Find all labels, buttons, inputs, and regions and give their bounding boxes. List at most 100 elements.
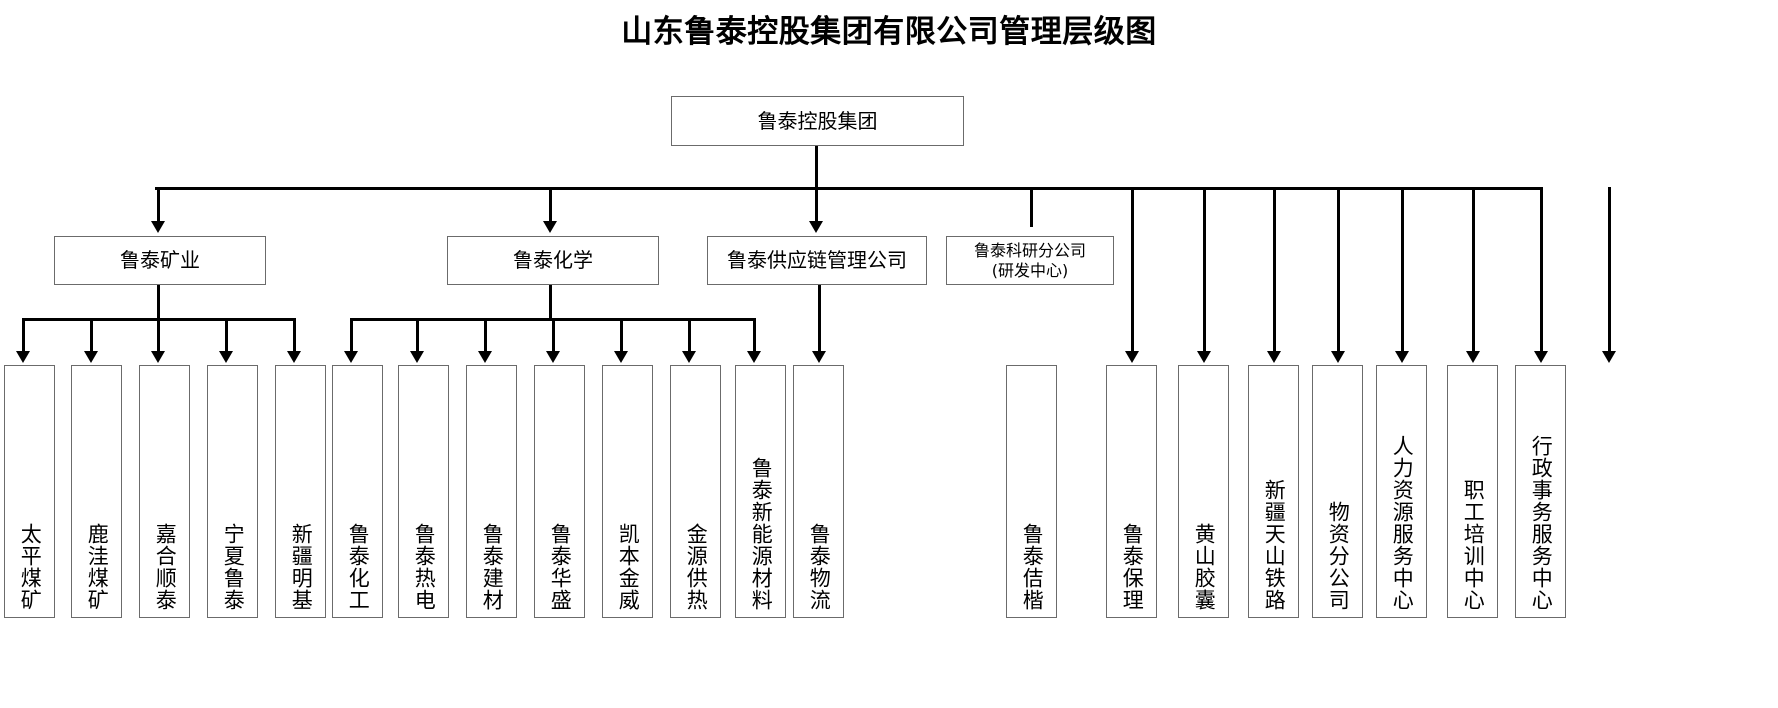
arrow-mining-child-3 xyxy=(219,351,233,363)
arrow-mining-child-1 xyxy=(84,351,98,363)
node-direct-child-0-label: 鲁泰佶楷 xyxy=(1020,523,1045,611)
node-mining-child-2-label: 嘉合顺泰 xyxy=(153,523,178,611)
node-chemical-child-2-label: 鲁泰建材 xyxy=(480,523,505,611)
connector-chemical-stem xyxy=(549,285,552,320)
connector-drop-research xyxy=(1030,187,1033,227)
node-mining-child-2[interactable]: 嘉合顺泰 xyxy=(139,365,190,618)
node-research[interactable]: 鲁泰科研分公司 (研发中心) xyxy=(946,236,1114,285)
node-chemical-child-5-label: 金源供热 xyxy=(684,523,709,611)
node-root-label: 鲁泰控股集团 xyxy=(757,108,878,133)
arrow-direct-1 xyxy=(1197,351,1211,363)
arrow-direct-6 xyxy=(1534,351,1548,363)
arrow-chemical-child-2 xyxy=(478,351,492,363)
node-mining-child-4-label: 新疆明基 xyxy=(289,523,314,611)
arrow-mining xyxy=(151,221,165,233)
node-mining-child-3[interactable]: 宁夏鲁泰 xyxy=(207,365,258,618)
connector-mining-drop-0 xyxy=(22,318,25,351)
node-chemical-label: 鲁泰化学 xyxy=(513,248,593,272)
node-direct-child-2[interactable]: 黄山胶囊 xyxy=(1178,365,1229,618)
connector-mining-drop-3 xyxy=(225,318,228,351)
node-chemical-child-2[interactable]: 鲁泰建材 xyxy=(466,365,517,618)
arrow-chemical-child-4 xyxy=(614,351,628,363)
node-chemical-child-1-label: 鲁泰热电 xyxy=(412,523,437,611)
connector-drop-supply xyxy=(815,187,818,221)
connector-drop-direct-7 xyxy=(1608,187,1611,351)
connector-chemical-drop-4 xyxy=(620,318,623,351)
node-mining-child-1-label: 鹿洼煤矿 xyxy=(85,523,110,611)
connector-chemical-drop-5 xyxy=(688,318,691,351)
node-supply-chain-label: 鲁泰供应链管理公司 xyxy=(727,248,907,272)
node-mining-child-0[interactable]: 太平煤矿 xyxy=(4,365,55,618)
connector-supply-stem xyxy=(818,285,821,351)
connector-root-stem xyxy=(815,146,818,189)
connector-drop-chemical xyxy=(549,187,552,221)
node-chemical-child-4[interactable]: 凯本金威 xyxy=(602,365,653,618)
connector-chemical-drop-1 xyxy=(416,318,419,351)
connector-drop-direct-3 xyxy=(1337,187,1340,351)
node-chemical-child-0-label: 鲁泰化工 xyxy=(346,523,371,611)
connector-chemical-drop-2 xyxy=(484,318,487,351)
node-root[interactable]: 鲁泰控股集团 xyxy=(671,96,964,146)
arrow-direct-2 xyxy=(1267,351,1281,363)
node-chemical-child-1[interactable]: 鲁泰热电 xyxy=(398,365,449,618)
arrow-chemical xyxy=(543,221,557,233)
node-direct-child-4-label: 物资分公司 xyxy=(1326,501,1351,611)
connector-main-bus xyxy=(155,187,1543,190)
connector-drop-direct-6 xyxy=(1540,187,1543,351)
arrow-direct-4 xyxy=(1395,351,1409,363)
connector-chemical-drop-3 xyxy=(552,318,555,351)
arrow-chemical-child-6 xyxy=(747,351,761,363)
node-supply-child-0[interactable]: 鲁泰物流 xyxy=(793,365,844,618)
node-chemical-child-6[interactable]: 鲁泰新能源材料 xyxy=(735,365,786,618)
node-direct-child-1-label: 鲁泰保理 xyxy=(1120,523,1145,611)
node-direct-child-6-label: 职工培训中心 xyxy=(1461,479,1486,611)
arrow-chemical-child-0 xyxy=(344,351,358,363)
arrow-mining-child-0 xyxy=(16,351,30,363)
node-direct-child-3[interactable]: 新疆天山铁路 xyxy=(1248,365,1299,618)
node-chemical-child-3[interactable]: 鲁泰华盛 xyxy=(534,365,585,618)
arrow-mining-child-2 xyxy=(151,351,165,363)
connector-drop-direct-2 xyxy=(1273,187,1276,351)
node-chemical-child-4-label: 凯本金威 xyxy=(616,523,641,611)
node-chemical-child-6-label: 鲁泰新能源材料 xyxy=(749,457,774,611)
page-title: 山东鲁泰控股集团有限公司管理层级图 xyxy=(621,14,1157,50)
arrow-chemical-child-1 xyxy=(410,351,424,363)
node-supply-chain[interactable]: 鲁泰供应链管理公司 xyxy=(707,236,927,285)
node-mining-child-3-label: 宁夏鲁泰 xyxy=(221,523,246,611)
connector-mining-drop-1 xyxy=(90,318,93,351)
connector-drop-direct-0 xyxy=(1131,187,1134,351)
node-mining-child-1[interactable]: 鹿洼煤矿 xyxy=(71,365,122,618)
arrow-supply xyxy=(809,221,823,233)
connector-mining-stem xyxy=(157,285,160,320)
arrow-direct-3 xyxy=(1331,351,1345,363)
node-direct-child-2-label: 黄山胶囊 xyxy=(1192,523,1217,611)
node-direct-child-7[interactable]: 行政事务服务中心 xyxy=(1515,365,1566,618)
node-chemical[interactable]: 鲁泰化学 xyxy=(447,236,659,285)
node-research-label-line1: 鲁泰科研分公司 xyxy=(973,241,1086,261)
node-direct-child-0[interactable]: 鲁泰佶楷 xyxy=(1006,365,1057,618)
connector-chemical-drop-0 xyxy=(350,318,353,351)
node-chemical-child-0[interactable]: 鲁泰化工 xyxy=(332,365,383,618)
arrow-direct-5 xyxy=(1466,351,1480,363)
node-direct-child-5-label: 人力资源服务中心 xyxy=(1390,435,1415,611)
connector-drop-direct-4 xyxy=(1401,187,1404,351)
node-mining-label: 鲁泰矿业 xyxy=(120,248,200,272)
node-direct-child-5[interactable]: 人力资源服务中心 xyxy=(1376,365,1427,618)
node-supply-child-0-label: 鲁泰物流 xyxy=(807,523,832,611)
arrow-direct-7 xyxy=(1602,351,1616,363)
node-chemical-child-3-label: 鲁泰华盛 xyxy=(548,523,573,611)
node-direct-child-3-label: 新疆天山铁路 xyxy=(1262,479,1287,611)
arrow-direct-0 xyxy=(1125,351,1139,363)
node-direct-child-1[interactable]: 鲁泰保理 xyxy=(1106,365,1157,618)
connector-mining-drop-4 xyxy=(293,318,296,351)
node-mining-child-4[interactable]: 新疆明基 xyxy=(275,365,326,618)
connector-chemical-drop-6 xyxy=(753,318,756,351)
node-direct-child-7-label: 行政事务服务中心 xyxy=(1529,435,1554,611)
node-chemical-child-5[interactable]: 金源供热 xyxy=(670,365,721,618)
arrow-chemical-child-5 xyxy=(682,351,696,363)
node-mining[interactable]: 鲁泰矿业 xyxy=(54,236,266,285)
connector-drop-mining xyxy=(157,187,160,221)
node-direct-child-6[interactable]: 职工培训中心 xyxy=(1447,365,1498,618)
node-direct-child-4[interactable]: 物资分公司 xyxy=(1312,365,1363,618)
